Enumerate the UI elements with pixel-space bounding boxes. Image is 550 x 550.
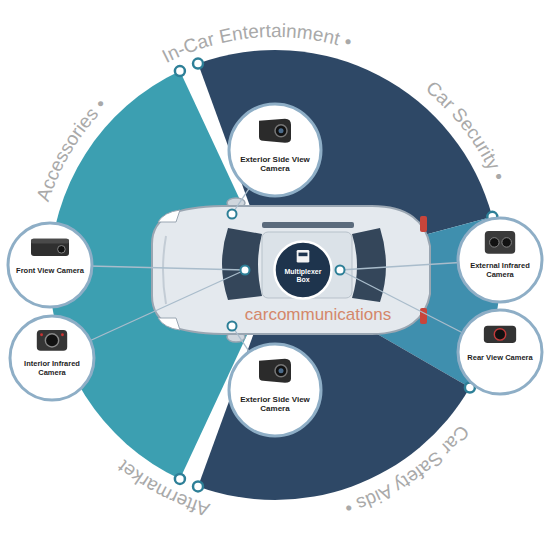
car-headlight [158, 210, 180, 222]
camera-label: External Infrared Camera [461, 262, 539, 279]
camera-body [485, 231, 515, 254]
fan-dot [175, 66, 185, 76]
circle-outline [456, 216, 544, 304]
car-headlight [158, 318, 180, 330]
camera-label: Exterior Side View Camera [232, 395, 318, 413]
car-roof [262, 232, 352, 298]
circle-fill [458, 310, 542, 394]
ir-led [61, 333, 64, 336]
camera-lens [45, 334, 58, 347]
camera-icon [37, 330, 67, 351]
ring-text: Car Security • [422, 77, 510, 184]
watermark-text: carcommunications [245, 305, 391, 325]
car-windshield [222, 228, 262, 300]
camera-circle: External Infrared Camera [456, 216, 544, 304]
camera-lens [490, 238, 500, 248]
camera-label: Exterior Side View Camera [232, 155, 318, 173]
circle-outline [8, 314, 96, 402]
camera-lens [275, 365, 287, 377]
camera-circle: Front View Camera [6, 221, 94, 309]
mount-dot [228, 210, 237, 219]
circle-outline [6, 221, 94, 309]
camera-icon [484, 326, 516, 343]
circle-fill [275, 242, 332, 299]
camera-icon [31, 239, 69, 256]
circle-outline [227, 102, 323, 198]
box-icon [297, 250, 310, 263]
ring-text: Accessories • [32, 94, 110, 204]
car-body [152, 206, 430, 334]
mount-dot [336, 266, 345, 275]
camera-body [31, 239, 69, 256]
camera-icon [297, 250, 310, 263]
circle-fill [458, 218, 542, 302]
fan-dots [175, 59, 497, 492]
ring-text: Aftermarket [113, 456, 212, 521]
camera-icon [259, 359, 291, 383]
camera-body [31, 239, 69, 244]
hub-label: Multiplexer Box [278, 268, 328, 284]
camera-circle: Exterior Side View Camera [227, 342, 323, 438]
camera-lens [494, 329, 505, 340]
fan-dot [193, 481, 203, 491]
camera-circle: Rear View Camera [456, 308, 544, 396]
camera-lens [275, 125, 287, 137]
car-taillight [420, 216, 427, 232]
mount-dot [228, 322, 237, 331]
car-hood-line [163, 236, 166, 304]
ring-text: Car Safety Aids • [342, 421, 473, 519]
camera-body [37, 330, 67, 351]
camera-lens [502, 238, 512, 248]
hub-circle: Multiplexer Box [273, 240, 333, 300]
camera-lens [58, 246, 66, 254]
circle-outline [227, 342, 323, 438]
camera-lens [279, 128, 284, 133]
circle-fill [229, 104, 321, 196]
camera-lens [279, 368, 284, 373]
camera-label: Interior Infrared Camera [13, 360, 91, 377]
fan-dot [175, 474, 185, 484]
camera-icon [485, 231, 515, 254]
camera-icon [259, 119, 291, 143]
ring-text: In-Car Entertainment • [159, 20, 355, 67]
circle-fill [8, 223, 92, 307]
car-illustration [152, 198, 430, 342]
box-icon [299, 253, 308, 257]
ir-led [40, 333, 43, 336]
camera-circle: Interior Infrared Camera [8, 314, 96, 402]
camera-body [484, 326, 516, 343]
fan-dot [193, 59, 203, 69]
car-taillight [420, 308, 427, 324]
circle-fill [229, 344, 321, 436]
camera-circle: Exterior Side View Camera [227, 102, 323, 198]
camera-label: Rear View Camera [461, 354, 539, 363]
camera-body [259, 359, 291, 383]
circle-outline [456, 308, 544, 396]
car-side-window [262, 222, 354, 228]
camera-label: Front View Camera [11, 267, 89, 276]
circle-fill [10, 316, 94, 400]
mount-dot [241, 266, 250, 275]
camera-body [259, 119, 291, 143]
